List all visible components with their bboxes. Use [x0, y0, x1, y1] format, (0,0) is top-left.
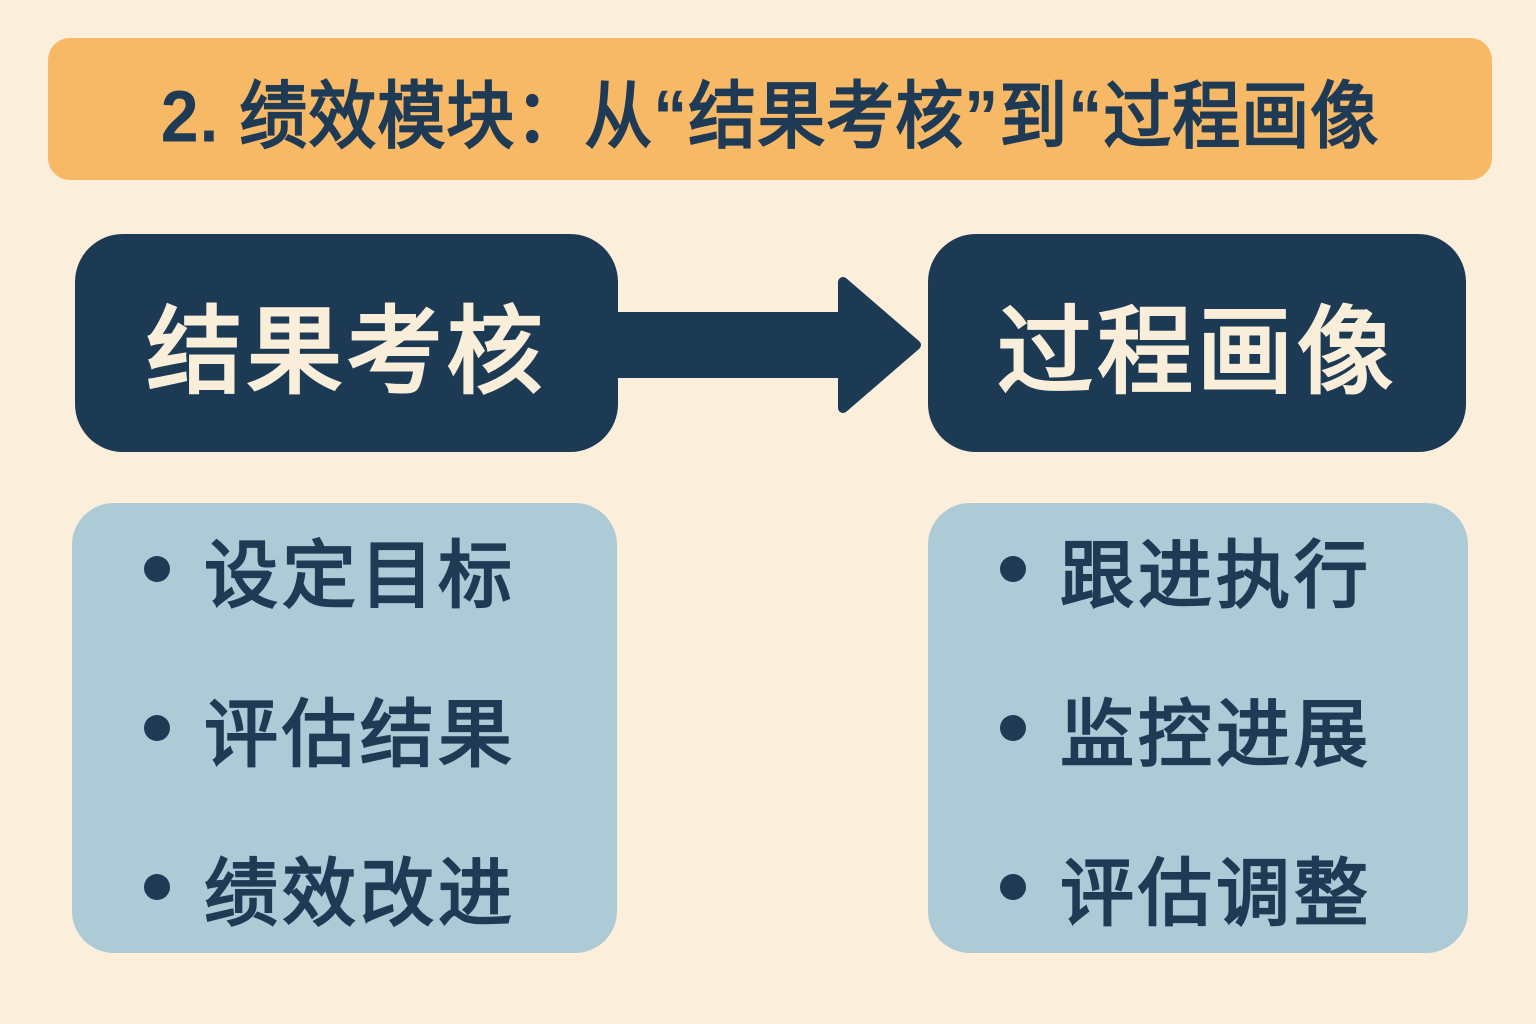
list-item: 监控进展: [1000, 675, 1438, 782]
bullet-icon: [1000, 556, 1026, 582]
list-item-label: 设定目标: [204, 533, 516, 617]
list-item-label: 跟进执行: [1060, 533, 1372, 617]
list-item: 评估结果: [144, 675, 587, 782]
flow-node-label: 结果考核: [146, 298, 547, 406]
list-item: 跟进执行: [1000, 516, 1438, 623]
list-item-label: 评估结果: [204, 692, 516, 776]
flow-node-label: 过程画像: [997, 298, 1397, 406]
bullet-icon: [144, 874, 170, 900]
bullet-icon: [1000, 874, 1026, 900]
page-title: 2. 绩效模块：从“结果考核”到“过程画像: [160, 74, 1380, 158]
list-item-label: 绩效改进: [204, 851, 516, 935]
bullet-icon: [1000, 715, 1026, 741]
arrow-right-icon: [601, 270, 928, 420]
flow-node-result-assessment: 结果考核: [75, 234, 618, 452]
bullet-icon: [144, 715, 170, 741]
bullet-icon: [144, 556, 170, 582]
title-banner: 2. 绩效模块：从“结果考核”到“过程画像: [48, 38, 1492, 180]
list-item: 绩效改进: [144, 834, 587, 941]
flow-node-process-portrait: 过程画像: [928, 234, 1466, 452]
list-item-label: 评估调整: [1060, 851, 1372, 935]
process-portrait-list: 跟进执行 监控进展 评估调整: [928, 503, 1468, 953]
list-item: 评估调整: [1000, 834, 1438, 941]
result-assessment-list: 设定目标 评估结果 绩效改进: [72, 503, 617, 953]
list-item: 设定目标: [144, 516, 587, 623]
list-item-label: 监控进展: [1060, 692, 1372, 776]
